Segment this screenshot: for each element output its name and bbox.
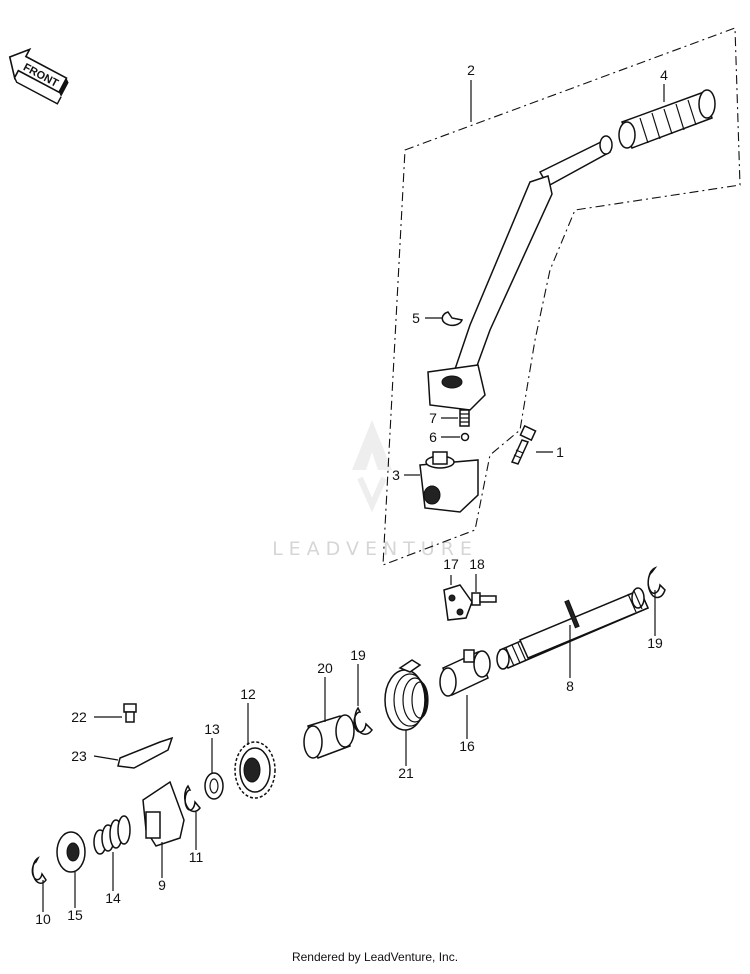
callout-21: 21	[398, 765, 414, 781]
kick-shaft-8	[496, 587, 649, 670]
callout-13: 13	[204, 721, 220, 737]
callout-1: 1	[556, 444, 564, 460]
callout-7: 7	[429, 410, 437, 426]
gear-12	[234, 741, 276, 799]
kick-spring-21	[384, 659, 429, 731]
bolt-22	[123, 703, 137, 723]
callout-19-center: 19	[350, 647, 366, 663]
callout-4: 4	[660, 67, 668, 83]
callout-17: 17	[443, 556, 459, 572]
callouts: 2 4 5 7 6 1 3 17 18 19 8 16 20 19 21 12 …	[35, 62, 668, 927]
circlip-11	[183, 784, 201, 813]
front-arrow-icon: FRONT	[8, 47, 69, 105]
callout-18: 18	[469, 556, 485, 572]
callout-9: 9	[158, 877, 166, 893]
washer-15	[56, 831, 86, 873]
callout-3: 3	[392, 467, 400, 483]
spring-7	[459, 409, 470, 427]
circlip-19-right	[647, 566, 666, 599]
callout-20: 20	[317, 660, 333, 676]
callout-23: 23	[71, 748, 87, 764]
ball-6	[460, 432, 470, 442]
plate-23	[117, 736, 174, 769]
callout-19-right: 19	[647, 635, 663, 651]
watermark-logo	[352, 420, 392, 513]
callout-5: 5	[412, 310, 420, 326]
pedal-grip	[618, 89, 716, 149]
ratchet-9	[142, 780, 185, 847]
bolt-1	[510, 424, 537, 465]
callout-15: 15	[67, 907, 83, 923]
callout-6: 6	[429, 429, 437, 445]
callout-8: 8	[566, 678, 574, 694]
watermark-text: LEADVENTURE	[272, 538, 478, 560]
bolt-18	[471, 592, 497, 606]
callout-16: 16	[459, 738, 475, 754]
leader-lines	[42, 80, 665, 912]
assembly-frame	[382, 27, 741, 566]
callout-22: 22	[71, 709, 87, 725]
kick-pedal-arm	[427, 135, 613, 411]
footer-credit: Rendered by LeadVenture, Inc.	[291, 950, 459, 964]
e-clip-5	[441, 311, 463, 327]
callout-2: 2	[467, 62, 475, 78]
washer-13	[204, 772, 224, 800]
pedal-boss-3	[419, 451, 479, 513]
circlip-19-center	[353, 706, 373, 735]
callout-14: 14	[105, 890, 121, 906]
callout-11: 11	[189, 849, 204, 865]
circlip-10	[31, 856, 47, 884]
callout-12: 12	[240, 686, 256, 702]
guide-16	[439, 649, 491, 697]
callout-10: 10	[35, 911, 51, 927]
plate-17	[443, 584, 473, 621]
spring-14	[93, 815, 131, 855]
collar-20	[303, 714, 355, 759]
